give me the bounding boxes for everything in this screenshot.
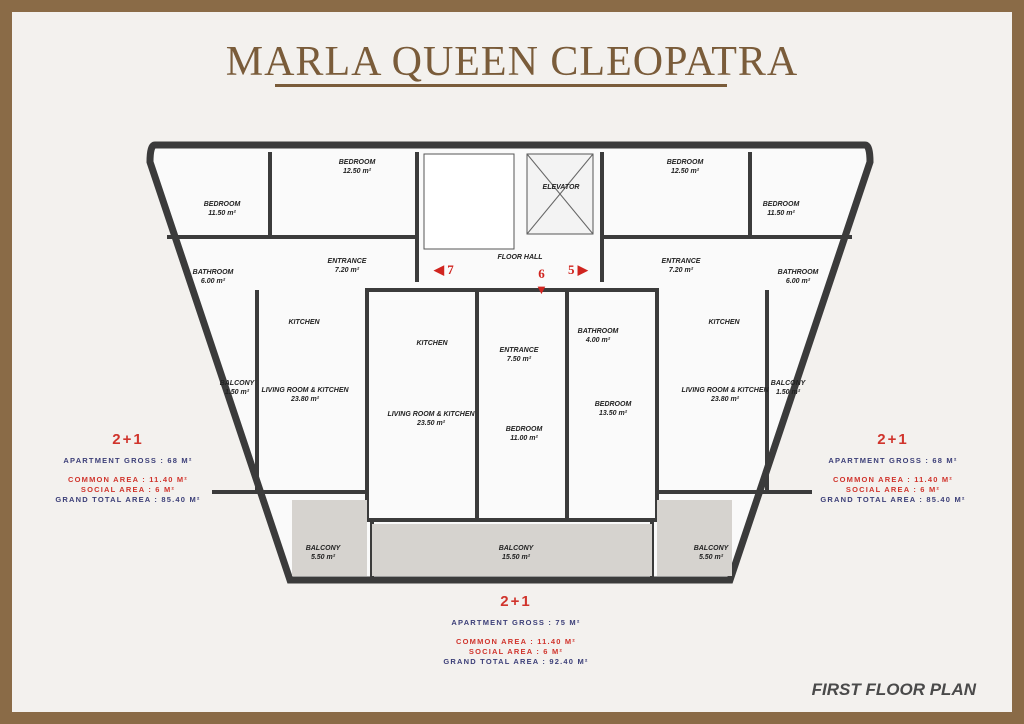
room-label: ELEVATOR [542, 184, 580, 191]
title-underline [275, 84, 727, 87]
room-label: KITCHEN [288, 319, 320, 326]
unit-info-middle: 2+1 APARTMENT GROSS : 75 M² COMMON AREA … [443, 593, 589, 667]
floor-plan-caption: FIRST FLOOR PLAN [811, 680, 976, 699]
door-marker-left: ◀ 7 [434, 262, 454, 277]
room-label: FLOOR HALL [497, 254, 543, 261]
door-marker-middle: 6▼ [535, 266, 548, 297]
door-marker-right: 5 ▶ [568, 262, 588, 277]
page-title: MARLA QUEEN CLEOPATRA [225, 39, 799, 85]
floor-plan-drawing [146, 141, 874, 584]
room-label: KITCHEN [708, 319, 740, 326]
unit-info-left: 2+1 APARTMENT GROSS : 68 M² COMMON AREA … [55, 431, 201, 505]
room-label: KITCHEN [416, 340, 448, 347]
unit-info-right: 2+1 APARTMENT GROSS : 68 M² COMMON AREA … [820, 431, 966, 505]
